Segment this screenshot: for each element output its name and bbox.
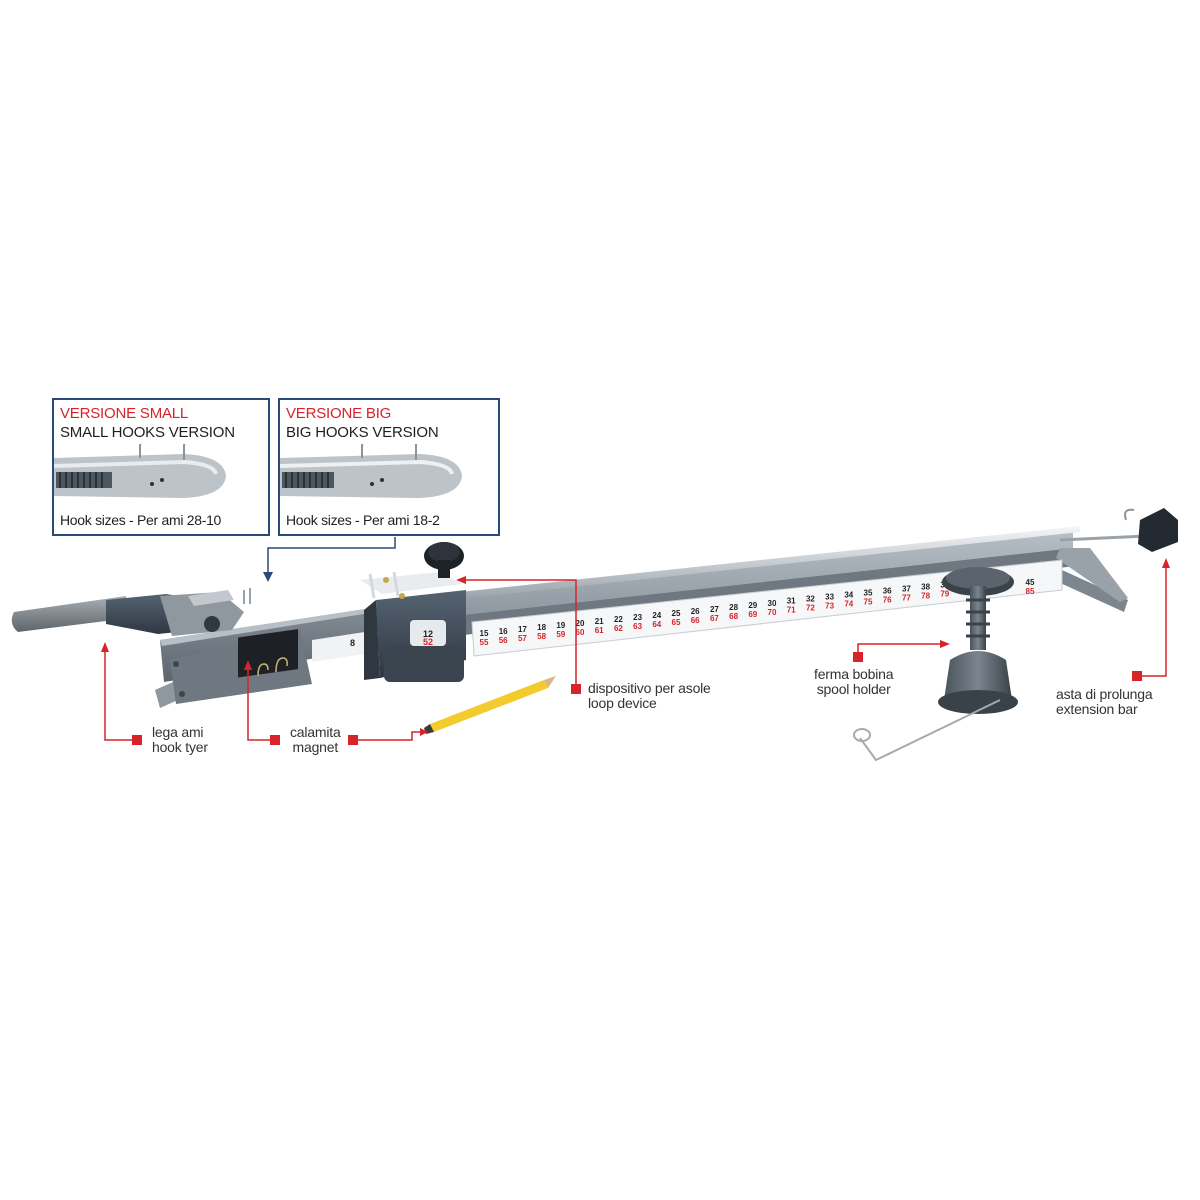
scale-number-bottom: 68: [729, 612, 738, 621]
scale-number-top: 37: [902, 585, 911, 594]
scale-number-top: 30: [768, 599, 777, 608]
scale-number-top: 27: [710, 605, 719, 614]
scale-number-bottom: 56: [499, 636, 508, 645]
scale-number-bottom: 59: [556, 630, 565, 639]
callout-magnet: calamita magnet: [290, 725, 341, 755]
scale-number-top: 31: [787, 597, 796, 606]
callout-spool-holder-it: ferma bobina: [814, 666, 894, 682]
scale-number-top: 20: [576, 619, 585, 628]
scale-number-bottom: 78: [921, 592, 930, 601]
scale-number-bottom: 61: [595, 626, 604, 635]
scale-number-top: 38: [921, 583, 930, 592]
callout-loop-device: dispositivo per asole loop device: [588, 681, 711, 711]
inset-pointer: [263, 537, 396, 582]
callout-magnet-en: magnet: [292, 739, 339, 755]
small-version-title-en: SMALL HOOKS VERSION: [60, 424, 235, 441]
scale-number-top: 21: [595, 617, 604, 626]
scale-number-top: 19: [556, 621, 565, 630]
scale-number-top: 45: [1026, 578, 1035, 587]
scale-number-bottom: 66: [691, 616, 700, 625]
small-version-title-it: VERSIONE SMALL: [60, 405, 189, 422]
scale-number-bottom: 55: [480, 638, 489, 647]
small-version-hook-sizes: Hook sizes - Per ami 28-10: [60, 512, 222, 528]
scale-number-bottom: 60: [576, 628, 585, 637]
callout-extension-bar: asta di prolunga extension bar: [1056, 686, 1153, 717]
callout-extension-bar-en: extension bar: [1056, 701, 1138, 717]
guide-rod: [460, 526, 1080, 599]
callout-hook-tyer-en: hook tyer: [152, 739, 208, 755]
big-hook-clamp-image: [280, 444, 462, 498]
scale-number-bottom: 64: [652, 620, 661, 629]
big-version-hook-sizes: Hook sizes - Per ami 18-2: [286, 512, 440, 528]
scale-number-top: 28: [729, 603, 738, 612]
scale-number-top: 24: [652, 611, 661, 620]
scale-number-bottom: 72: [806, 604, 815, 613]
small-hooks-version-panel: VERSIONE SMALL SMALL HOOKS VERSION Hook …: [52, 398, 270, 536]
callout-spool-holder: ferma bobina spool holder: [814, 666, 894, 697]
hook-tyer: [11, 588, 251, 636]
scale-number-bottom: 67: [710, 614, 719, 623]
scale-number-top: 25: [672, 609, 681, 618]
scale-number-top: 17: [518, 625, 527, 634]
callout-loop-device-en: loop device: [588, 695, 657, 711]
scale-number-top: 16: [499, 627, 508, 636]
callout-loop-device-it: dispositivo per asole: [588, 680, 711, 696]
scale-number-bottom: 65: [672, 618, 681, 627]
leader-markers: [101, 558, 1170, 745]
callout-magnet-it: calamita: [290, 724, 341, 740]
scale-number-bottom: 75: [864, 598, 873, 607]
callout-hook-tyer-it: lega ami: [152, 724, 204, 740]
scale-number-top: 18: [537, 623, 546, 632]
scale-number-bottom: 70: [768, 608, 777, 617]
scale-number-bottom: 63: [633, 622, 642, 631]
scale-number-top: 23: [633, 613, 642, 622]
scale-number-bottom: 85: [1026, 587, 1035, 596]
scale-number-top: 34: [844, 591, 853, 600]
small-hook-clamp-image: [54, 444, 226, 498]
scale-number-bottom: 58: [537, 632, 546, 641]
scale-number-bottom: 73: [825, 602, 834, 611]
scale-number-top: 22: [614, 615, 623, 624]
slider-dial-number: 12: [423, 629, 433, 639]
scale-number-bottom: 79: [940, 590, 949, 599]
callout-extension-bar-it: asta di prolunga: [1056, 686, 1153, 702]
scale-number-top: 35: [864, 589, 873, 598]
scale-number-top: 36: [883, 587, 892, 596]
scale-number-bottom: 76: [883, 596, 892, 605]
callout-spool-holder-en: spool holder: [816, 681, 891, 697]
scale-number-bottom: 71: [787, 606, 796, 615]
big-version-title-it: VERSIONE BIG: [286, 405, 392, 422]
scale-number-top: 15: [480, 629, 489, 638]
scale-number-top: 32: [806, 595, 815, 604]
extension-bar: [1059, 508, 1178, 552]
plate-number: 8: [350, 638, 355, 648]
scale-number-top: 29: [748, 601, 757, 610]
scale-number-bottom: 62: [614, 624, 623, 633]
spool-holder: [853, 567, 1018, 762]
rail-body: [452, 528, 1128, 657]
callout-hook-tyer: lega ami hook tyer: [152, 725, 208, 755]
pencil: [424, 676, 556, 734]
scale-number-top: 26: [691, 607, 700, 616]
scale-number-bottom: 69: [748, 610, 757, 619]
scale-number-bottom: 57: [518, 634, 527, 643]
scale-number-top: 33: [825, 593, 834, 602]
big-hooks-version-panel: VERSIONE BIG BIG HOOKS VERSION Hook size…: [278, 398, 500, 536]
big-version-title-en: BIG HOOKS VERSION: [286, 424, 439, 441]
scale-number-bottom: 74: [844, 600, 853, 609]
slider-dial-number: 52: [423, 637, 433, 647]
loop-device-carriage: [360, 542, 466, 682]
scale-number-bottom: 77: [902, 594, 911, 603]
